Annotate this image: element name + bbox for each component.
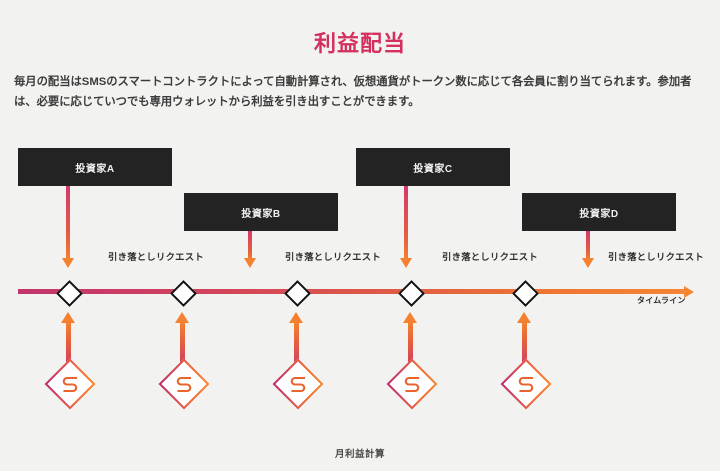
arrow-head-calc-3-up-icon [288,312,303,323]
timeline-node-2[interactable] [170,279,197,307]
calculation-marker-2[interactable] [158,358,210,410]
investor-label-c: 投資家C [413,163,453,175]
bottom-caption: 月利益計算 [334,449,385,460]
arrow-head-d-down-icon [581,258,594,268]
connector-a-down [66,186,70,260]
connector-c-down [404,186,408,260]
sms-s-logo-icon [168,368,200,400]
timeline-arrow-icon [684,285,694,298]
timeline-node-3[interactable] [284,279,311,307]
sms-s-logo-icon [282,368,314,400]
request-label-b: 引き落としリクエスト [285,252,381,262]
arrow-head-c-down-icon [399,258,412,268]
timeline-label: タイムライン [637,296,686,305]
timeline-axis [18,289,686,294]
page-title: 利益配当 [313,31,406,56]
arrow-head-b-down-icon [243,258,256,268]
timeline-node-5[interactable] [512,279,539,307]
investor-box-b[interactable]: 投資家B [184,193,338,231]
sms-s-logo-icon [54,368,86,400]
connector-calc-5-up [521,323,527,366]
calculation-marker-4[interactable] [386,358,438,410]
arrow-head-a-down-icon [61,258,74,268]
connector-calc-2-up [179,323,185,366]
investor-box-a[interactable]: 投資家A [18,148,172,186]
connector-calc-1-up [65,323,71,366]
connector-calc-4-up [407,323,413,366]
connector-d-down [586,231,590,260]
calculation-marker-1[interactable] [44,358,96,410]
investor-box-c[interactable]: 投資家C [356,148,510,186]
arrow-head-calc-5-up-icon [516,312,531,323]
investor-label-a: 投資家A [75,163,115,175]
arrow-head-calc-1-up-icon [60,312,75,323]
request-label-d: 引き落としリクエスト [608,252,704,262]
arrow-head-calc-2-up-icon [174,312,189,323]
request-label-c: 引き落としリクエスト [442,252,538,262]
sms-s-logo-icon [510,368,542,400]
request-label-a: 引き落としリクエスト [108,252,204,262]
investor-box-d[interactable]: 投資家D [522,193,676,231]
timeline-node-4[interactable] [398,279,425,307]
connector-calc-3-up [293,323,299,366]
investor-label-d: 投資家D [579,208,619,220]
body-paragraph: 毎月の配当はSMSのスマートコントラクトによって自動計算され、仮想通貨がトークン… [14,76,692,108]
calculation-marker-5[interactable] [500,358,552,410]
investor-label-b: 投資家B [241,208,281,220]
calculation-marker-3[interactable] [272,358,324,410]
connector-b-down [248,231,252,260]
timeline-node-1[interactable] [56,279,83,307]
sms-s-logo-icon [396,368,428,400]
arrow-head-calc-4-up-icon [402,312,417,323]
